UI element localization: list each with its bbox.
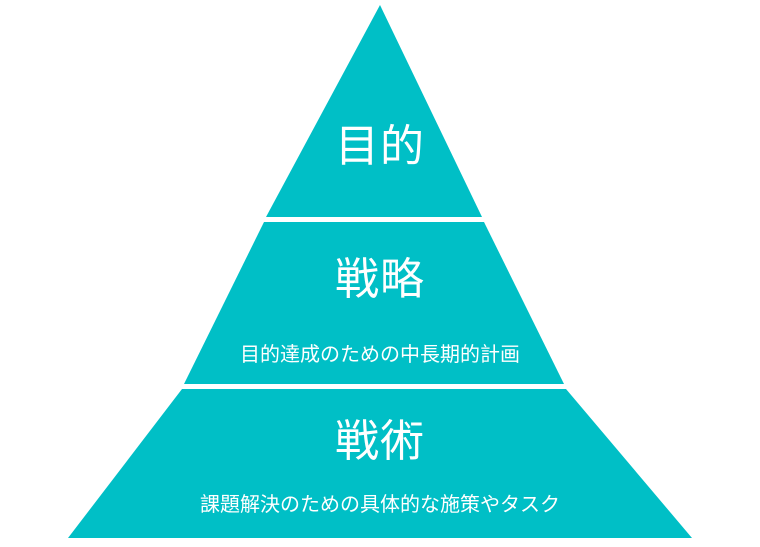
- middle-tier-description: 目的達成のための中長期的計画: [240, 342, 520, 366]
- pyramid-tier-top: [266, 5, 482, 217]
- base-tier-title: 戦術: [335, 416, 425, 467]
- pyramid-tier-middle: [184, 222, 564, 384]
- top-tier-title: 目的: [335, 121, 425, 172]
- middle-tier-title: 戦略: [335, 254, 425, 305]
- base-tier-description: 課題解決のための具体的な施策やタスク: [200, 492, 560, 516]
- pyramid-tier-base: [68, 389, 692, 538]
